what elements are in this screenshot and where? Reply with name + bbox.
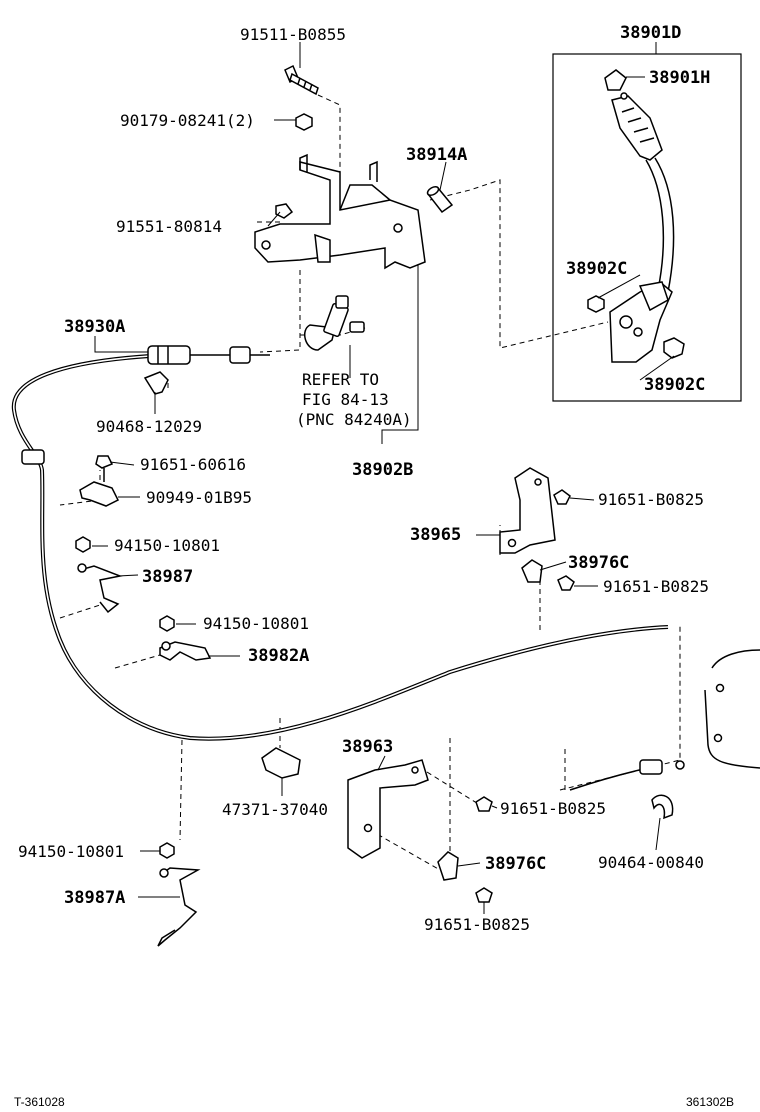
nut-94150-10801-b bbox=[159, 615, 175, 632]
label-91651-B0825-d: 91651-B0825 bbox=[424, 915, 530, 934]
bolt-91651-B0825-c bbox=[475, 796, 493, 812]
label-38987A: 38987A bbox=[64, 888, 125, 908]
label-38930A: 38930A bbox=[64, 317, 125, 337]
nut-94150-10801-a bbox=[75, 536, 91, 553]
label-91651-B0825-b: 91651-B0825 bbox=[603, 577, 709, 596]
label-91651-60616: 91651-60616 bbox=[140, 455, 246, 474]
refer-note-line3: (PNC 84240A) bbox=[296, 410, 412, 429]
clip-90464-00840 bbox=[651, 794, 674, 820]
label-47371-37040: 47371-37040 bbox=[222, 800, 328, 819]
refer-note-line1: REFER TO bbox=[302, 370, 379, 389]
label-90468-12029: 90468-12029 bbox=[96, 417, 202, 436]
bolt-91651-B0825-b bbox=[557, 575, 575, 591]
bracket-38965 bbox=[499, 467, 556, 554]
backing-plate-outline bbox=[704, 649, 760, 769]
lever-mount-bracket bbox=[254, 153, 426, 270]
bolt-91551-80814 bbox=[275, 203, 294, 219]
refer-note-line2: FIG 84-13 bbox=[302, 390, 389, 409]
clip-47371-37040 bbox=[261, 747, 301, 779]
label-91551-80814: 91551-80814 bbox=[116, 217, 222, 236]
label-91651-B0825-c: 91651-B0825 bbox=[500, 799, 606, 818]
clip-38982A bbox=[159, 641, 212, 661]
label-90949-01B95: 90949-01B95 bbox=[146, 488, 252, 507]
label-38987: 38987 bbox=[142, 567, 193, 587]
brake-switch bbox=[303, 295, 365, 351]
main-parking-brake-cable bbox=[11, 345, 669, 741]
label-38901H: 38901H bbox=[649, 68, 710, 88]
bolt-91651-B0825-d bbox=[475, 887, 493, 903]
rear-cable-end bbox=[569, 759, 685, 791]
bolt-91651-60616 bbox=[95, 455, 114, 482]
label-90464-00840: 90464-00840 bbox=[598, 853, 704, 872]
clamp-90949-01B95 bbox=[79, 481, 120, 507]
label-38902C-b: 38902C bbox=[644, 375, 705, 395]
clip-38987A bbox=[157, 867, 201, 947]
label-94150-10801-c: 94150-10801 bbox=[18, 842, 124, 861]
bracket-38963 bbox=[347, 759, 429, 859]
label-38902B: 38902B bbox=[352, 460, 413, 480]
label-90179-08241: 90179-08241(2) bbox=[120, 111, 255, 130]
label-38976C-a: 38976C bbox=[568, 553, 629, 573]
bolt-91651-B0825-a bbox=[553, 489, 571, 505]
bolt-91511-B0855 bbox=[284, 64, 319, 96]
label-94150-10801-a: 94150-10801 bbox=[114, 536, 220, 555]
label-91511-B0855: 91511-B0855 bbox=[240, 25, 346, 44]
label-38963: 38963 bbox=[342, 737, 393, 757]
parking-brake-lever bbox=[587, 69, 685, 363]
clip-90468-12029 bbox=[143, 371, 169, 395]
pin-38914A bbox=[426, 185, 454, 214]
label-38902C-a: 38902C bbox=[566, 259, 627, 279]
nut-90179-08241 bbox=[295, 113, 313, 131]
footer-left-code: T-361028 bbox=[14, 1095, 65, 1109]
part-number-labels: 91511-B0855 90179-08241(2) 38914A 91551-… bbox=[18, 23, 710, 934]
label-38976C-b: 38976C bbox=[485, 854, 546, 874]
label-91651-B0825-a: 91651-B0825 bbox=[598, 490, 704, 509]
label-38982A: 38982A bbox=[248, 646, 309, 666]
clip-38976C-b bbox=[437, 851, 459, 881]
label-38901D: 38901D bbox=[620, 23, 681, 43]
footer-right-code: 361302B bbox=[686, 1095, 734, 1109]
leader-lines bbox=[92, 42, 675, 914]
clip-38976C-a bbox=[521, 559, 543, 583]
label-94150-10801-b: 94150-10801 bbox=[203, 614, 309, 633]
label-38965: 38965 bbox=[410, 525, 461, 545]
assembly-frame-38901D bbox=[552, 53, 742, 402]
clip-38987 bbox=[79, 565, 123, 614]
nut-94150-10801-c bbox=[159, 842, 175, 859]
label-38914A: 38914A bbox=[406, 145, 467, 165]
